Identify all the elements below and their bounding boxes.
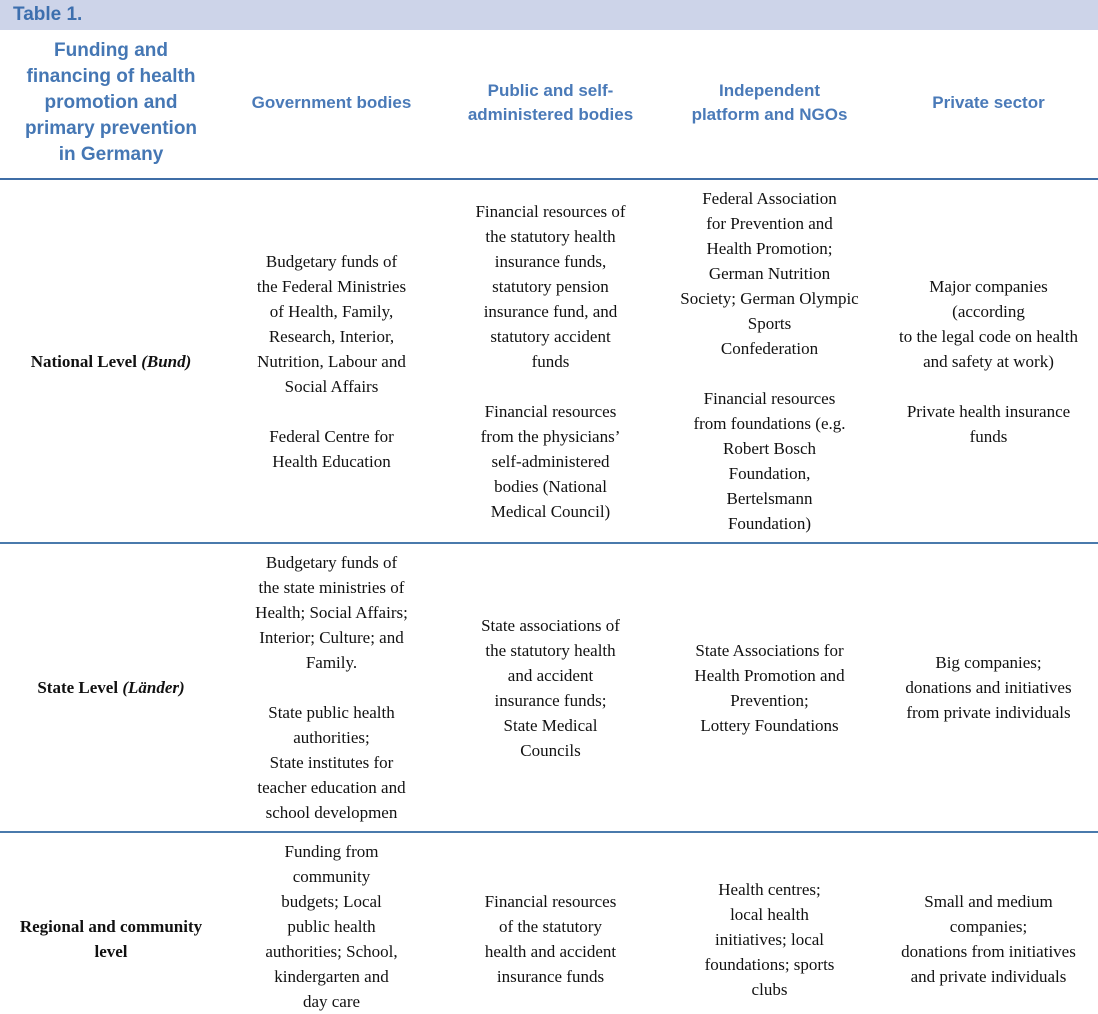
table-caption: Table 1. [13,4,83,25]
cell-paragraph: Financial resources from foundations (e.… [693,389,846,533]
table-cell: Small and medium companies; donations fr… [879,883,1098,995]
table-header-row: Funding and financing of health promotio… [0,30,1098,180]
column-header-private-sector: Private sector [932,93,1045,112]
corner-header: Funding and financing of health promotio… [24,40,198,165]
cell-paragraph: State public health authorities; State i… [257,703,406,822]
table-cell: Funding from community budgets; Local pu… [222,833,441,1014]
row-label: Regional and community level [19,917,203,961]
table-cell: State associations of the statutory heal… [441,607,660,769]
table-cell: State Associations for Health Promotion … [660,632,879,744]
cell-paragraph: Health centres; local health initiatives… [704,879,835,999]
cell-paragraph: Financial resources from the physicians’… [480,401,621,521]
table-cell: Budgetary funds of the state ministries … [222,544,441,831]
table-cell: Budgetary funds of the Federal Ministrie… [222,243,441,480]
table-cell: Big companies; donations and initiatives… [879,644,1098,731]
row-label-italic: (Bund) [141,351,192,371]
cell-paragraph: Small and medium companies; donations fr… [901,892,1076,986]
table-row: Regional and community level Funding from… [0,833,1098,1014]
table-cell: Financial resources of the statutory hea… [441,193,660,530]
row-label-italic: (Länder) [122,678,185,697]
table-row: National Level (Bund) Budgetary funds of … [0,180,1098,544]
table-cell: Federal Association for Prevention and H… [660,180,879,542]
cell-paragraph: Private health insurance funds [906,401,1071,446]
cell-paragraph: Federal Association for Prevention and H… [680,189,859,358]
cell-paragraph: Budgetary funds of the Federal Ministrie… [256,251,407,396]
cell-paragraph: Big companies; donations and initiatives… [905,653,1072,722]
column-header-government-bodies: Government bodies [251,93,412,112]
table-cell: Health centres; local health initiatives… [660,871,879,1008]
table-body: National Level (Bund) Budgetary funds of … [0,180,1098,1014]
cell-paragraph: Federal Centre for Health Education [269,426,394,471]
cell-paragraph: Major companies (according to the legal … [899,276,1078,371]
cell-paragraph: Financial resources of the statutory hea… [484,892,617,986]
row-label: State Level (Länder) [37,678,185,697]
cell-paragraph: Funding from community budgets; Local pu… [265,842,398,1011]
column-header-independent-platform-ngos: Independent platform and NGOs [691,81,848,124]
table-row: State Level (Länder) Budgetary funds of t… [0,544,1098,833]
table-cell: Financial resources of the statutory hea… [441,883,660,995]
cell-paragraph: Financial resources of the statutory hea… [475,201,626,371]
cell-paragraph: Budgetary funds of the state ministries … [255,553,408,672]
column-header-public-self-administered: Public and self- administered bodies [467,81,634,124]
cell-paragraph: State Associations for Health Promotion … [694,640,845,735]
table-caption-bar: Table 1. [0,0,1098,30]
table-cell: Major companies (according to the legal … [879,268,1098,455]
cell-paragraph: State associations of the statutory heal… [481,615,620,760]
row-label: National Level (Bund) [30,351,192,371]
